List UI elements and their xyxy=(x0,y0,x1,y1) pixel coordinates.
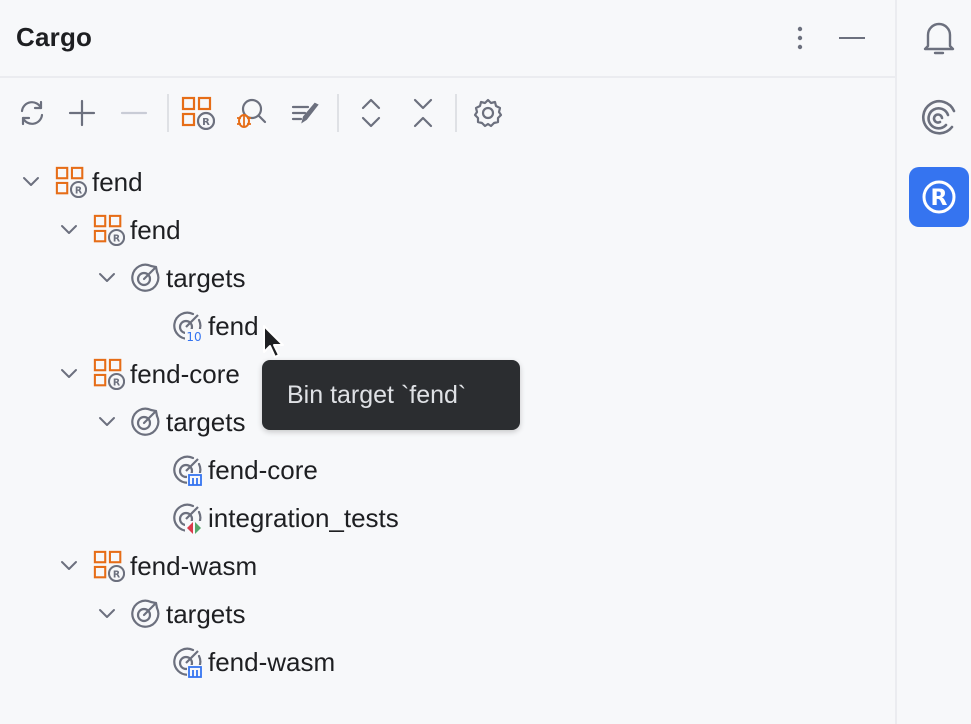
toolbar-separator xyxy=(167,94,169,132)
test-target-icon xyxy=(170,501,204,535)
svg-text:R: R xyxy=(202,117,210,128)
ai-assistant-icon[interactable] xyxy=(909,88,969,148)
cargo-tool-window: Cargo R xyxy=(0,0,895,686)
edit-icon[interactable] xyxy=(284,88,328,138)
svg-text:R: R xyxy=(113,569,121,580)
right-tool-strip: R xyxy=(895,0,971,724)
svg-text:R: R xyxy=(113,233,121,244)
tree-row-test-target-integration-tests[interactable]: integration_tests xyxy=(128,494,399,542)
chevron-down-icon[interactable] xyxy=(16,167,46,197)
tree-row-label: targets xyxy=(166,406,246,437)
chevron-down-icon[interactable] xyxy=(54,215,84,245)
tree-row-label: fend-core xyxy=(208,454,318,485)
svg-text:R: R xyxy=(113,377,121,388)
chevron-down-icon[interactable] xyxy=(92,263,122,293)
cargo-package-icon: R xyxy=(92,549,126,583)
targets-icon xyxy=(128,597,162,631)
tool-window-title: Cargo xyxy=(16,22,93,52)
targets-icon xyxy=(128,261,162,295)
tooltip: Bin target `fend` xyxy=(262,360,520,430)
toolbar-separator xyxy=(337,94,339,132)
svg-text:10: 10 xyxy=(186,330,201,342)
tree-row-targets[interactable]: targets xyxy=(92,398,246,446)
rust-cargo-icon[interactable]: R xyxy=(909,167,969,227)
mouse-cursor-icon xyxy=(263,325,284,358)
svg-text:R: R xyxy=(75,185,83,196)
targets-icon xyxy=(128,405,162,439)
tree-row-label: targets xyxy=(166,598,246,629)
chevron-down-icon[interactable] xyxy=(92,407,122,437)
chevron-down-icon[interactable] xyxy=(54,551,84,581)
tree-row-label: fend xyxy=(208,310,259,341)
cargo-project-icon[interactable]: R xyxy=(176,88,220,138)
cargo-package-icon: R xyxy=(54,165,88,199)
bin-target-icon: 10 xyxy=(170,309,204,343)
lib-target-icon xyxy=(170,645,204,679)
chevron-down-icon[interactable] xyxy=(54,359,84,389)
tree-row-label: fend-wasm xyxy=(130,550,258,581)
notifications-icon[interactable] xyxy=(909,8,969,68)
tree-row-label: targets xyxy=(166,262,246,293)
debug-search-icon[interactable] xyxy=(228,88,272,138)
cargo-package-icon: R xyxy=(92,213,126,247)
tree-row-label: fend-core xyxy=(130,358,240,389)
tree-row-bin-target-fend[interactable]: 10 fend xyxy=(128,302,259,350)
tree-row-package-fend[interactable]: R fend xyxy=(54,206,181,254)
tree-row-label: integration_tests xyxy=(208,502,399,533)
expand-all-icon[interactable] xyxy=(349,88,393,138)
minimize-icon[interactable] xyxy=(832,18,872,58)
remove-icon xyxy=(112,88,156,138)
tree-row-lib-target-fend-wasm[interactable]: fend-wasm xyxy=(128,638,335,686)
tree-row-label: fend xyxy=(92,166,143,197)
toolbar-separator xyxy=(455,94,457,132)
settings-icon[interactable] xyxy=(466,88,510,138)
cargo-package-icon: R xyxy=(92,357,126,391)
tree-row-package-fend-core[interactable]: R fend-core xyxy=(54,350,240,398)
tool-window-header: Cargo xyxy=(0,0,895,78)
tree-row-package-fend-wasm[interactable]: R fend-wasm xyxy=(54,542,257,590)
tree-row-targets[interactable]: targets xyxy=(92,590,246,638)
chevron-down-icon[interactable] xyxy=(92,599,122,629)
more-options-icon[interactable] xyxy=(780,18,820,58)
cargo-toolbar: R xyxy=(0,88,895,138)
refresh-icon[interactable] xyxy=(10,88,54,138)
tree-row-workspace-fend[interactable]: R fend xyxy=(16,158,143,206)
collapse-all-icon[interactable] xyxy=(401,88,445,138)
tree-row-targets[interactable]: targets xyxy=(92,254,246,302)
lib-target-icon xyxy=(170,453,204,487)
tree-row-label: fend xyxy=(130,214,181,245)
svg-text:R: R xyxy=(931,186,948,211)
tree-row-lib-target-fend-core[interactable]: fend-core xyxy=(128,446,318,494)
add-icon[interactable] xyxy=(60,88,104,138)
tree-row-label: fend-wasm xyxy=(208,646,336,677)
